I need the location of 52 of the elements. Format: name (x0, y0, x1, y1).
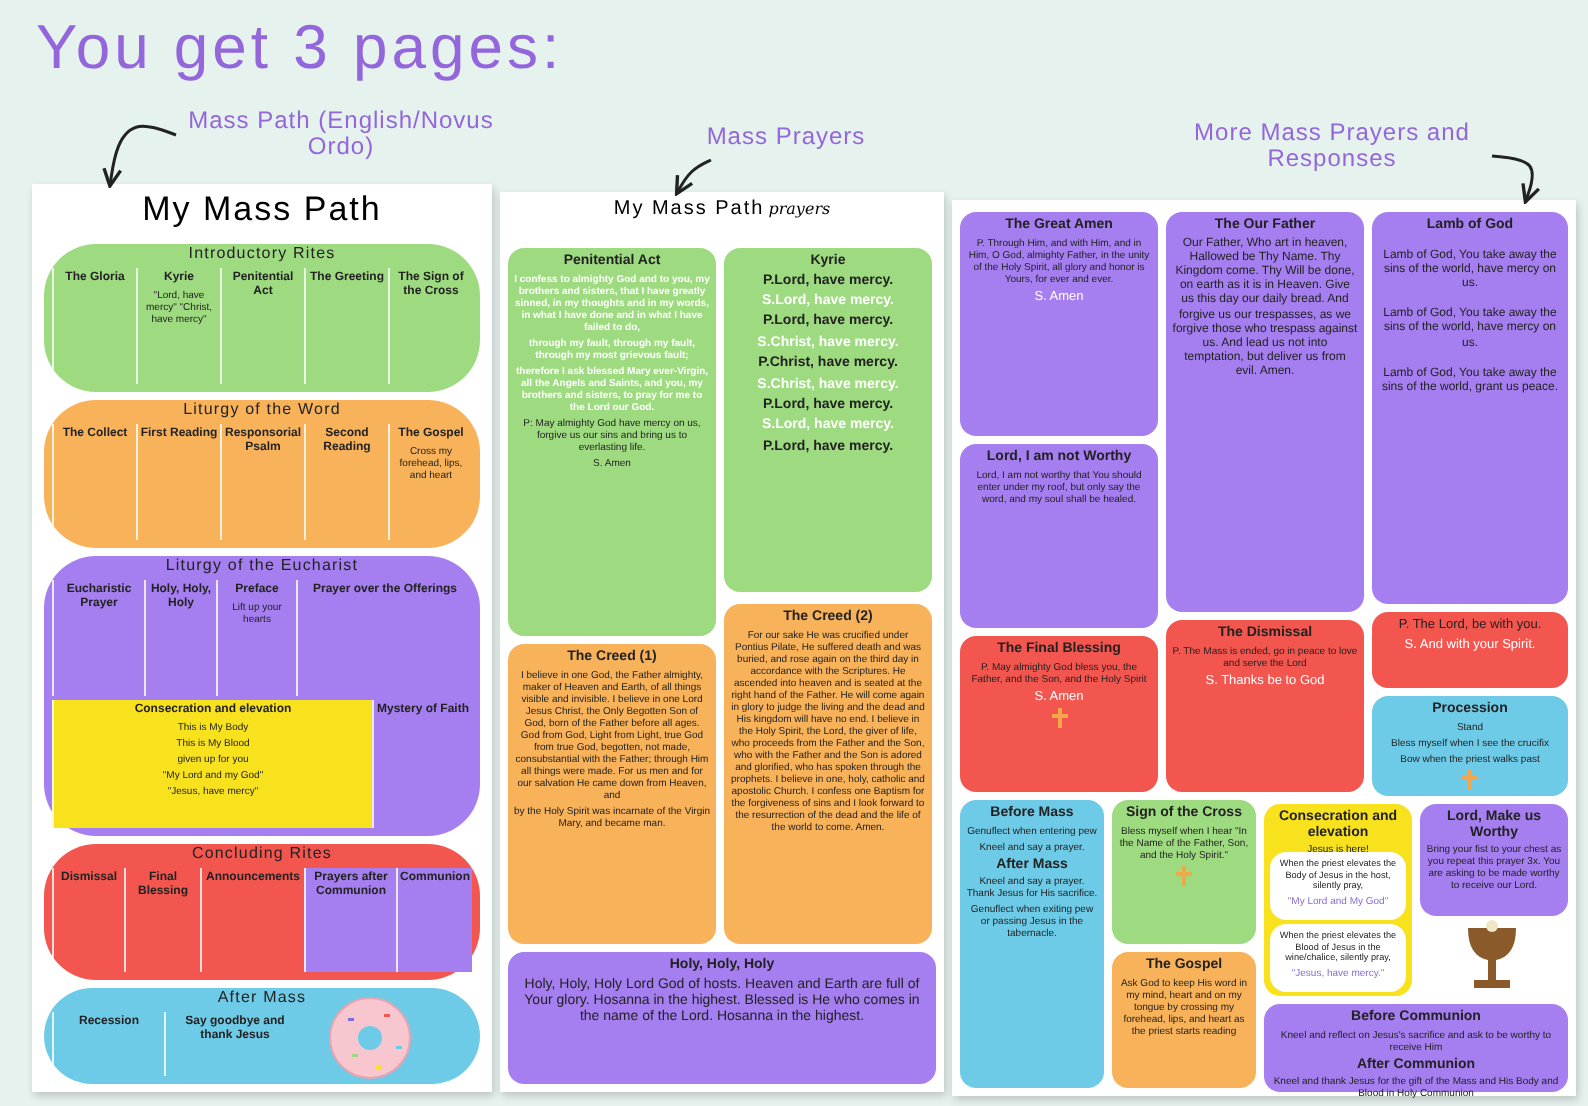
prayer-card (960, 636, 1158, 792)
prayer-card (1372, 612, 1568, 688)
page-heading: My Mass Path (613, 198, 765, 220)
arrow (102, 124, 177, 188)
arrow (1491, 154, 1541, 204)
prayer-card (1166, 212, 1364, 612)
step-tile (220, 424, 304, 540)
section-heading: Liturgy of the Word (181, 402, 343, 418)
step-tile (52, 700, 372, 828)
page-sheet (32, 184, 492, 1092)
page-label: Mass Prayers (704, 124, 868, 150)
step-tile (304, 868, 396, 972)
page-heading: prayers (768, 200, 831, 218)
page-label: More Mass Prayers and Responses (1192, 120, 1472, 171)
prayer-card (1270, 852, 1406, 920)
section-heading: Concluding Rites (189, 846, 335, 862)
section-heading: Liturgy of the Eucharist (163, 558, 361, 574)
page-heading: My Mass Path (142, 190, 382, 230)
step-tile (136, 424, 220, 540)
prayer-card (1264, 1004, 1568, 1092)
section-heading: Introductory Rites (186, 246, 338, 262)
prayer-card (1372, 696, 1568, 796)
prayer-card (1166, 620, 1364, 792)
prayer-card (1264, 804, 1412, 996)
section-band (44, 556, 480, 836)
prayer-card (1112, 800, 1256, 944)
step-tile (144, 580, 216, 696)
section-heading: After Mass (215, 990, 309, 1006)
step-tile (372, 700, 472, 828)
page-title: You get 3 pages: (36, 12, 564, 84)
prayer-card (960, 212, 1158, 436)
page-sheet (952, 200, 1576, 1096)
prayer-card (508, 248, 716, 636)
prayer-card (508, 952, 936, 1084)
prayer-card (724, 248, 932, 592)
prayer-card (960, 444, 1158, 628)
page-sheet (500, 192, 944, 1092)
prayer-card (1112, 952, 1256, 1088)
prayer-card (1372, 212, 1568, 604)
page-label: Mass Path (English/Novus Ordo) (186, 108, 496, 159)
section-band (44, 400, 480, 548)
section-band (44, 844, 480, 980)
section-band (44, 988, 480, 1084)
step-tile (304, 268, 388, 384)
prayer-card (960, 800, 1104, 1088)
arrow (674, 158, 712, 196)
step-tile (396, 868, 472, 972)
section-band (44, 244, 480, 392)
prayer-card (508, 644, 716, 944)
prayer-card (724, 604, 932, 944)
prayer-card (1420, 804, 1568, 916)
prayer-card (1270, 924, 1406, 992)
